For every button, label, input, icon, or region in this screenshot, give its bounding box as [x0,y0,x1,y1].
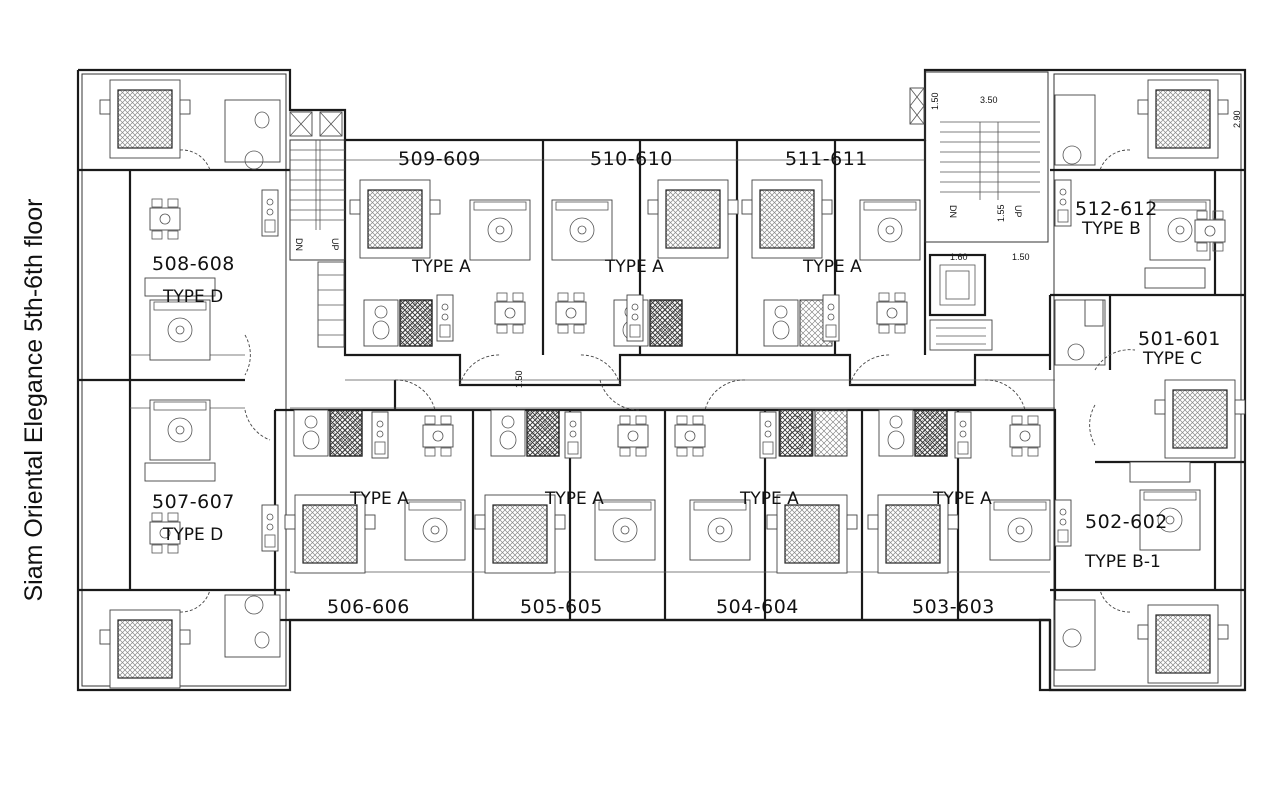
unit-511-611: 511-611 [785,148,868,170]
type-label-503: TYPE A [932,489,992,509]
stair-up-label: UP [330,238,340,251]
unit-507-607: 507-607 [152,491,235,513]
type-label-510: TYPE A [604,257,664,277]
dim-1-50-corridor: 1.50 [514,370,524,388]
building-outline [76,68,1247,692]
bathrooms [224,94,1106,671]
type-label-508: TYPE D [162,287,223,307]
type-label-505: TYPE A [544,489,604,509]
type-label-509: TYPE A [411,257,471,277]
dim-1-50-top: 1.50 [930,92,940,110]
stair-dn-label: DN [294,238,304,251]
dim-1-50-mid: 1.50 [1012,252,1030,262]
doors [179,149,1136,613]
dim-2-90: 2.90 [1232,110,1242,128]
unit-505-605: 505-605 [520,596,603,618]
unit-512-612: 512-612 [1075,198,1158,220]
type-label-504: TYPE A [739,489,799,509]
living-areas [144,199,1211,561]
right-stair: 3.50 1.50 DN UP 1.55 1.60 1.50 2.90 [909,71,1242,351]
type-label-501: TYPE C [1142,349,1202,369]
dim-3-50: 3.50 [980,95,998,105]
type-label-511: TYPE A [802,257,862,277]
unit-labels: 509-609 510-610 511-611 512-612 501-601 … [152,148,1221,618]
unit-504-604: 504-604 [716,596,799,618]
left-stair: UP DN [289,111,346,348]
unit-508-608: 508-608 [152,253,235,275]
dim-1-60: 1.60 [950,252,968,262]
unit-509-609: 509-609 [398,148,481,170]
dim-1-55: 1.55 [996,204,1006,222]
type-label-502: TYPE B-1 [1084,552,1161,572]
unit-510-610: 510-610 [590,148,673,170]
type-label-507: TYPE D [162,525,223,545]
unit-502-602: 502-602 [1085,511,1168,533]
plan-title: Siam Oriental Elegance 5th-6th floor [20,199,48,602]
unit-506-606: 506-606 [327,596,410,618]
stair-up-label-2: UP [1013,205,1023,218]
unit-503-603: 503-603 [912,596,995,618]
stair-dn-label-2: DN [948,205,958,218]
unit-501-601: 501-601 [1138,328,1221,350]
type-label-512: TYPE B [1081,219,1141,239]
type-label-506: TYPE A [349,489,409,509]
type-labels: TYPE A TYPE A TYPE A TYPE B TYPE C TYPE … [162,219,1202,572]
